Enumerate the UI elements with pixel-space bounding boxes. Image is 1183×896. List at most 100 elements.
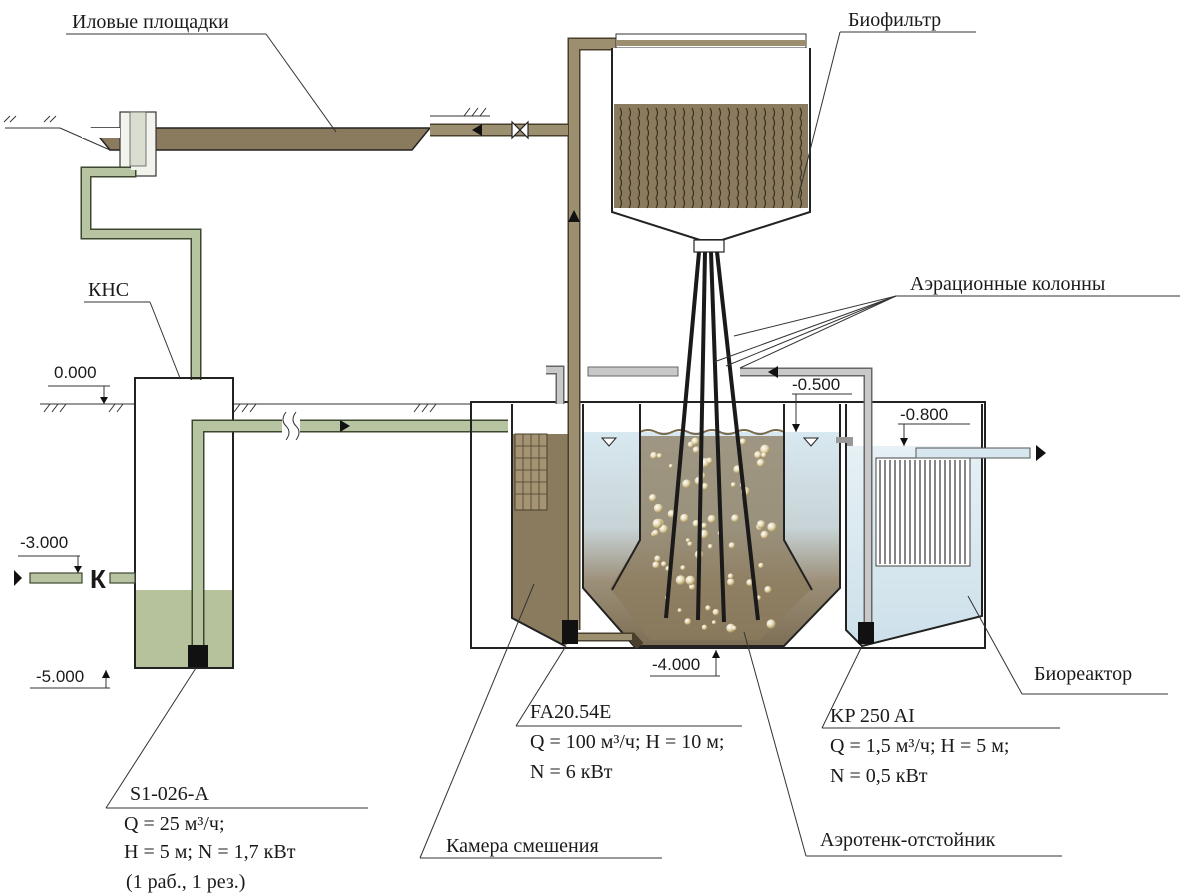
- bubble: [760, 530, 769, 539]
- bubble: [685, 538, 691, 543]
- bubble: [730, 482, 736, 488]
- kns-inlet-pipe: [29, 572, 83, 584]
- bubble: [739, 438, 747, 445]
- elevation-bioreactor-outlet-label: -0.800: [900, 405, 948, 424]
- bubble: [701, 522, 707, 529]
- bubble: [756, 520, 766, 529]
- sludge-return-arrow: [472, 124, 482, 136]
- bubble: [650, 451, 658, 460]
- sludge-bed-trench: [90, 127, 432, 151]
- bubble: [687, 541, 693, 547]
- drain-pipe: [80, 166, 202, 380]
- valve-icon: [511, 120, 529, 140]
- bubble: [654, 555, 661, 562]
- elevation-settler-outlet: [792, 393, 852, 432]
- bioreactor-outlet-pipe: [915, 447, 1031, 459]
- bubble: [766, 619, 776, 629]
- bubble: [756, 458, 765, 467]
- return-arrow: [768, 366, 778, 378]
- bubble: [699, 529, 709, 539]
- inlet-arrow: [14, 570, 22, 586]
- s1-line3: (1 раб., 1 рез.): [126, 871, 245, 893]
- riser-arrow: [568, 210, 580, 222]
- bubble: [680, 565, 686, 571]
- aerotank-sludge-zone: [610, 436, 812, 640]
- s1-model: S1-026-A: [130, 783, 209, 805]
- bubble: [680, 513, 689, 523]
- bubble: [758, 562, 764, 569]
- biofilter-outlet: [693, 239, 725, 253]
- elevation-bioreactor-outlet: [898, 423, 970, 446]
- bubble: [691, 437, 699, 446]
- bubble: [688, 583, 696, 590]
- kp-line2: N = 0,5 кВт: [830, 765, 928, 787]
- mixing-chamber-label: Камера смешения: [446, 835, 599, 857]
- fa-model: FA20.54E: [530, 701, 611, 723]
- bubble: [764, 586, 772, 594]
- kp-pump: [858, 622, 874, 644]
- elevation-kns-bottom: [30, 670, 110, 689]
- aeration-bubbles: [649, 437, 777, 633]
- fa-line2: N = 6 кВт: [530, 761, 613, 783]
- kp-model: KP 250 AI: [830, 705, 915, 727]
- elevation-kns-bottom-label: -5.000: [36, 667, 84, 686]
- outlet-arrow: [1036, 445, 1046, 461]
- bubble: [656, 453, 663, 459]
- elevation-inlet: [18, 555, 82, 573]
- ground-hatch: [3, 107, 490, 413]
- bubble: [706, 457, 713, 464]
- bubble: [659, 524, 669, 534]
- elevation-aerotank-bottom: [650, 650, 720, 677]
- bubble: [731, 625, 737, 631]
- aerotank-settler-label: Аэротенк-отстойник: [820, 829, 996, 851]
- bubble: [705, 605, 711, 611]
- bubble: [668, 464, 673, 468]
- bubble: [728, 542, 736, 549]
- elevation-ground: [48, 385, 110, 404]
- bubble: [685, 575, 696, 586]
- elevation-settler-outlet-label: -0.500: [792, 375, 840, 394]
- valve-k-label: К: [90, 564, 106, 594]
- bubble: [692, 446, 700, 454]
- bubble: [652, 518, 663, 529]
- bubble: [661, 561, 667, 567]
- bubble: [731, 514, 739, 523]
- bubble: [652, 561, 660, 569]
- bubble: [712, 608, 720, 616]
- bubble: [701, 624, 708, 630]
- kns-tank: [134, 377, 234, 669]
- bubble: [684, 618, 692, 625]
- fa-line1: Q = 100 м³/ч; H = 10 м;: [530, 731, 724, 753]
- bubble: [652, 529, 659, 536]
- bubble: [767, 522, 777, 532]
- bubble: [675, 575, 686, 585]
- elevation-inlet-label: -3.000: [20, 533, 68, 552]
- flow-arrow-kns: [340, 420, 350, 432]
- aeration-columns-label: Аэрационные колонны: [910, 273, 1105, 295]
- kns-pump: [188, 645, 208, 667]
- bubble: [649, 494, 657, 502]
- bubble: [760, 444, 770, 455]
- sludge-beds-label: Иловые площадки: [72, 11, 229, 33]
- bubble: [761, 452, 767, 458]
- bubble: [677, 608, 682, 613]
- bubble: [701, 482, 709, 490]
- main-tank-outline: [470, 401, 986, 649]
- bubble: [707, 514, 716, 524]
- aeration-columns: [664, 251, 760, 623]
- biofilter-label: Биофильтр: [848, 9, 941, 31]
- elevation-ground-label: 0.000: [54, 363, 97, 382]
- bubble: [707, 544, 713, 549]
- fa-pump: [562, 620, 578, 644]
- elevation-aerotank-bottom-label: -4.000: [652, 655, 700, 674]
- kns-liquid: [135, 590, 233, 668]
- bubble: [711, 620, 717, 625]
- bubble: [754, 451, 762, 459]
- bubble: [682, 479, 691, 489]
- kns-label: КНС: [88, 279, 129, 301]
- s1-line1: Q = 25 м³/ч;: [124, 813, 225, 835]
- bubble: [727, 578, 735, 586]
- bubble: [727, 573, 734, 579]
- bubble: [653, 503, 664, 513]
